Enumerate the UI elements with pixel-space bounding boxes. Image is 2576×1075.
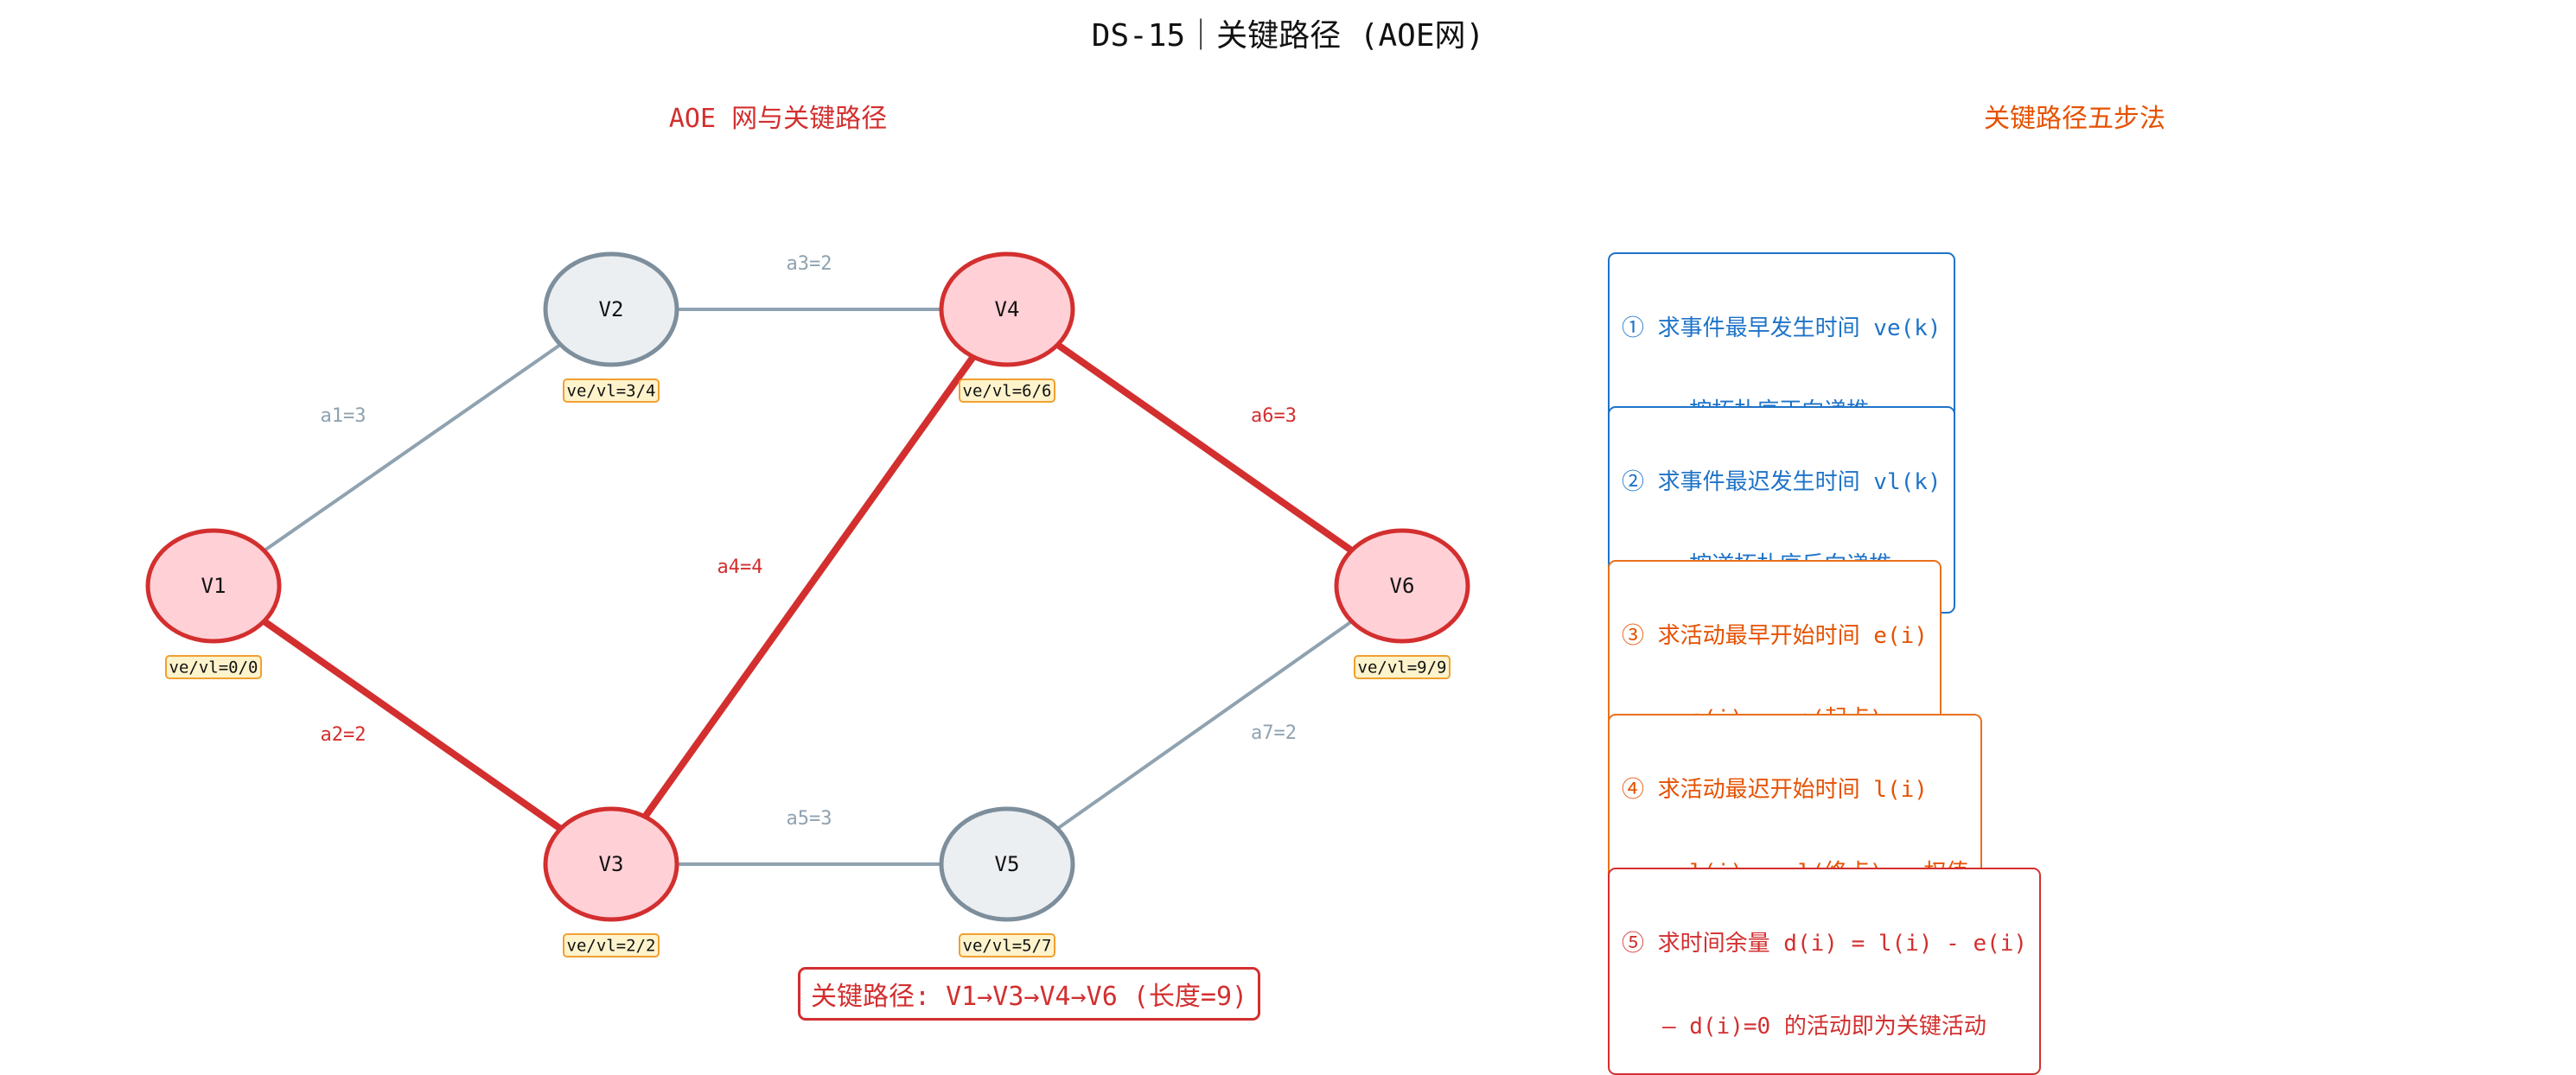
edge-v5-v6 [1005,584,1404,866]
badge-text-v3: ve/vl=2/2 [567,937,656,956]
badge-box-v5 [959,933,1055,957]
badge-box-v2 [563,378,660,403]
node-shape-v6 [1334,528,1470,644]
node-shape-v3 [543,806,679,922]
node-label-v2: V2 [599,297,624,321]
node-shape-v4 [939,251,1075,367]
step-5-line1: ⑤ 求时间余量 d(i) = l(i) - e(i) [1622,931,2028,957]
badge-v6: ve/vl=9/9 [1354,655,1451,679]
badge-text-v5: ve/vl=5/7 [963,937,1052,956]
step-5-line2: — d(i)=0 的活动即为关键活动 [1622,1014,1986,1040]
graph-section-title: AOE 网与关键路径 [668,104,888,134]
badge-v3: ve/vl=2/2 [563,933,660,957]
badge-v4: ve/vl=6/6 [959,378,1055,403]
step-2-line1: ② 求事件最迟发生时间 vl(k) [1622,469,1942,495]
edge-v4-v6 [1004,306,1405,589]
node-v3: V3 [543,806,679,922]
edge-label-v4-v6: a6=3 [1251,405,1297,427]
badge-box-v4 [959,378,1055,403]
edge-label-v5-v6: a7=2 [1251,722,1297,744]
edge-label-v2-v4: a3=2 [787,253,832,275]
node-shape-v2 [543,251,679,367]
edge-v3-v4 [608,307,1011,867]
edge-label-v1-v2: a1=3 [321,405,367,427]
edge-label-v3-v5: a5=3 [787,808,832,830]
node-label-v1: V1 [201,574,226,598]
badge-text-v1: ve/vl=0/0 [169,658,258,677]
step-3-line1: ③ 求活动最早开始时间 e(i) [1622,623,1928,649]
badge-v2: ve/vl=3/4 [563,378,660,403]
badge-text-v6: ve/vl=9/9 [1358,658,1447,677]
badge-box-v6 [1354,655,1451,679]
node-v1: V1 [145,528,282,644]
step-1-line1: ① 求事件最早发生时间 ve(k) [1622,315,1942,341]
node-v2: V2 [543,251,679,367]
step-4-line1: ④ 求活动最迟开始时间 l(i) [1622,777,1928,803]
node-v5: V5 [939,806,1075,922]
node-label-v5: V5 [995,852,1020,876]
node-shape-v5 [939,806,1075,922]
critical-path-summary: 关键路径: V1→V3→V4→V6 (长度=9) [798,967,1261,1021]
badge-v5: ve/vl=5/7 [959,933,1055,957]
badge-box-v3 [563,933,660,957]
badge-text-v2: ve/vl=3/4 [567,382,656,401]
page-title: DS-15｜关键路径 (AOE网) [1091,18,1485,54]
badge-v1: ve/vl=0/0 [165,655,262,679]
step-5-box: ⑤ 求时间余量 d(i) = l(i) - e(i) — d(i)=0 的活动即… [1608,868,2042,1075]
node-label-v4: V4 [995,297,1020,321]
badge-text-v4: ve/vl=6/6 [963,382,1052,401]
edge-v1-v3 [211,582,614,868]
node-label-v6: V6 [1390,574,1415,598]
edge-label-v1-v3: a2=2 [321,724,367,746]
node-shape-v1 [145,528,282,644]
node-v4: V4 [939,251,1075,367]
badge-box-v1 [165,655,262,679]
edge-label-v3-v4: a4=4 [717,557,763,578]
steps-section-title: 关键路径五步法 [1984,104,2165,134]
node-label-v3: V3 [599,852,624,876]
node-v6: V6 [1334,528,1470,644]
edge-v1-v2 [212,308,613,588]
